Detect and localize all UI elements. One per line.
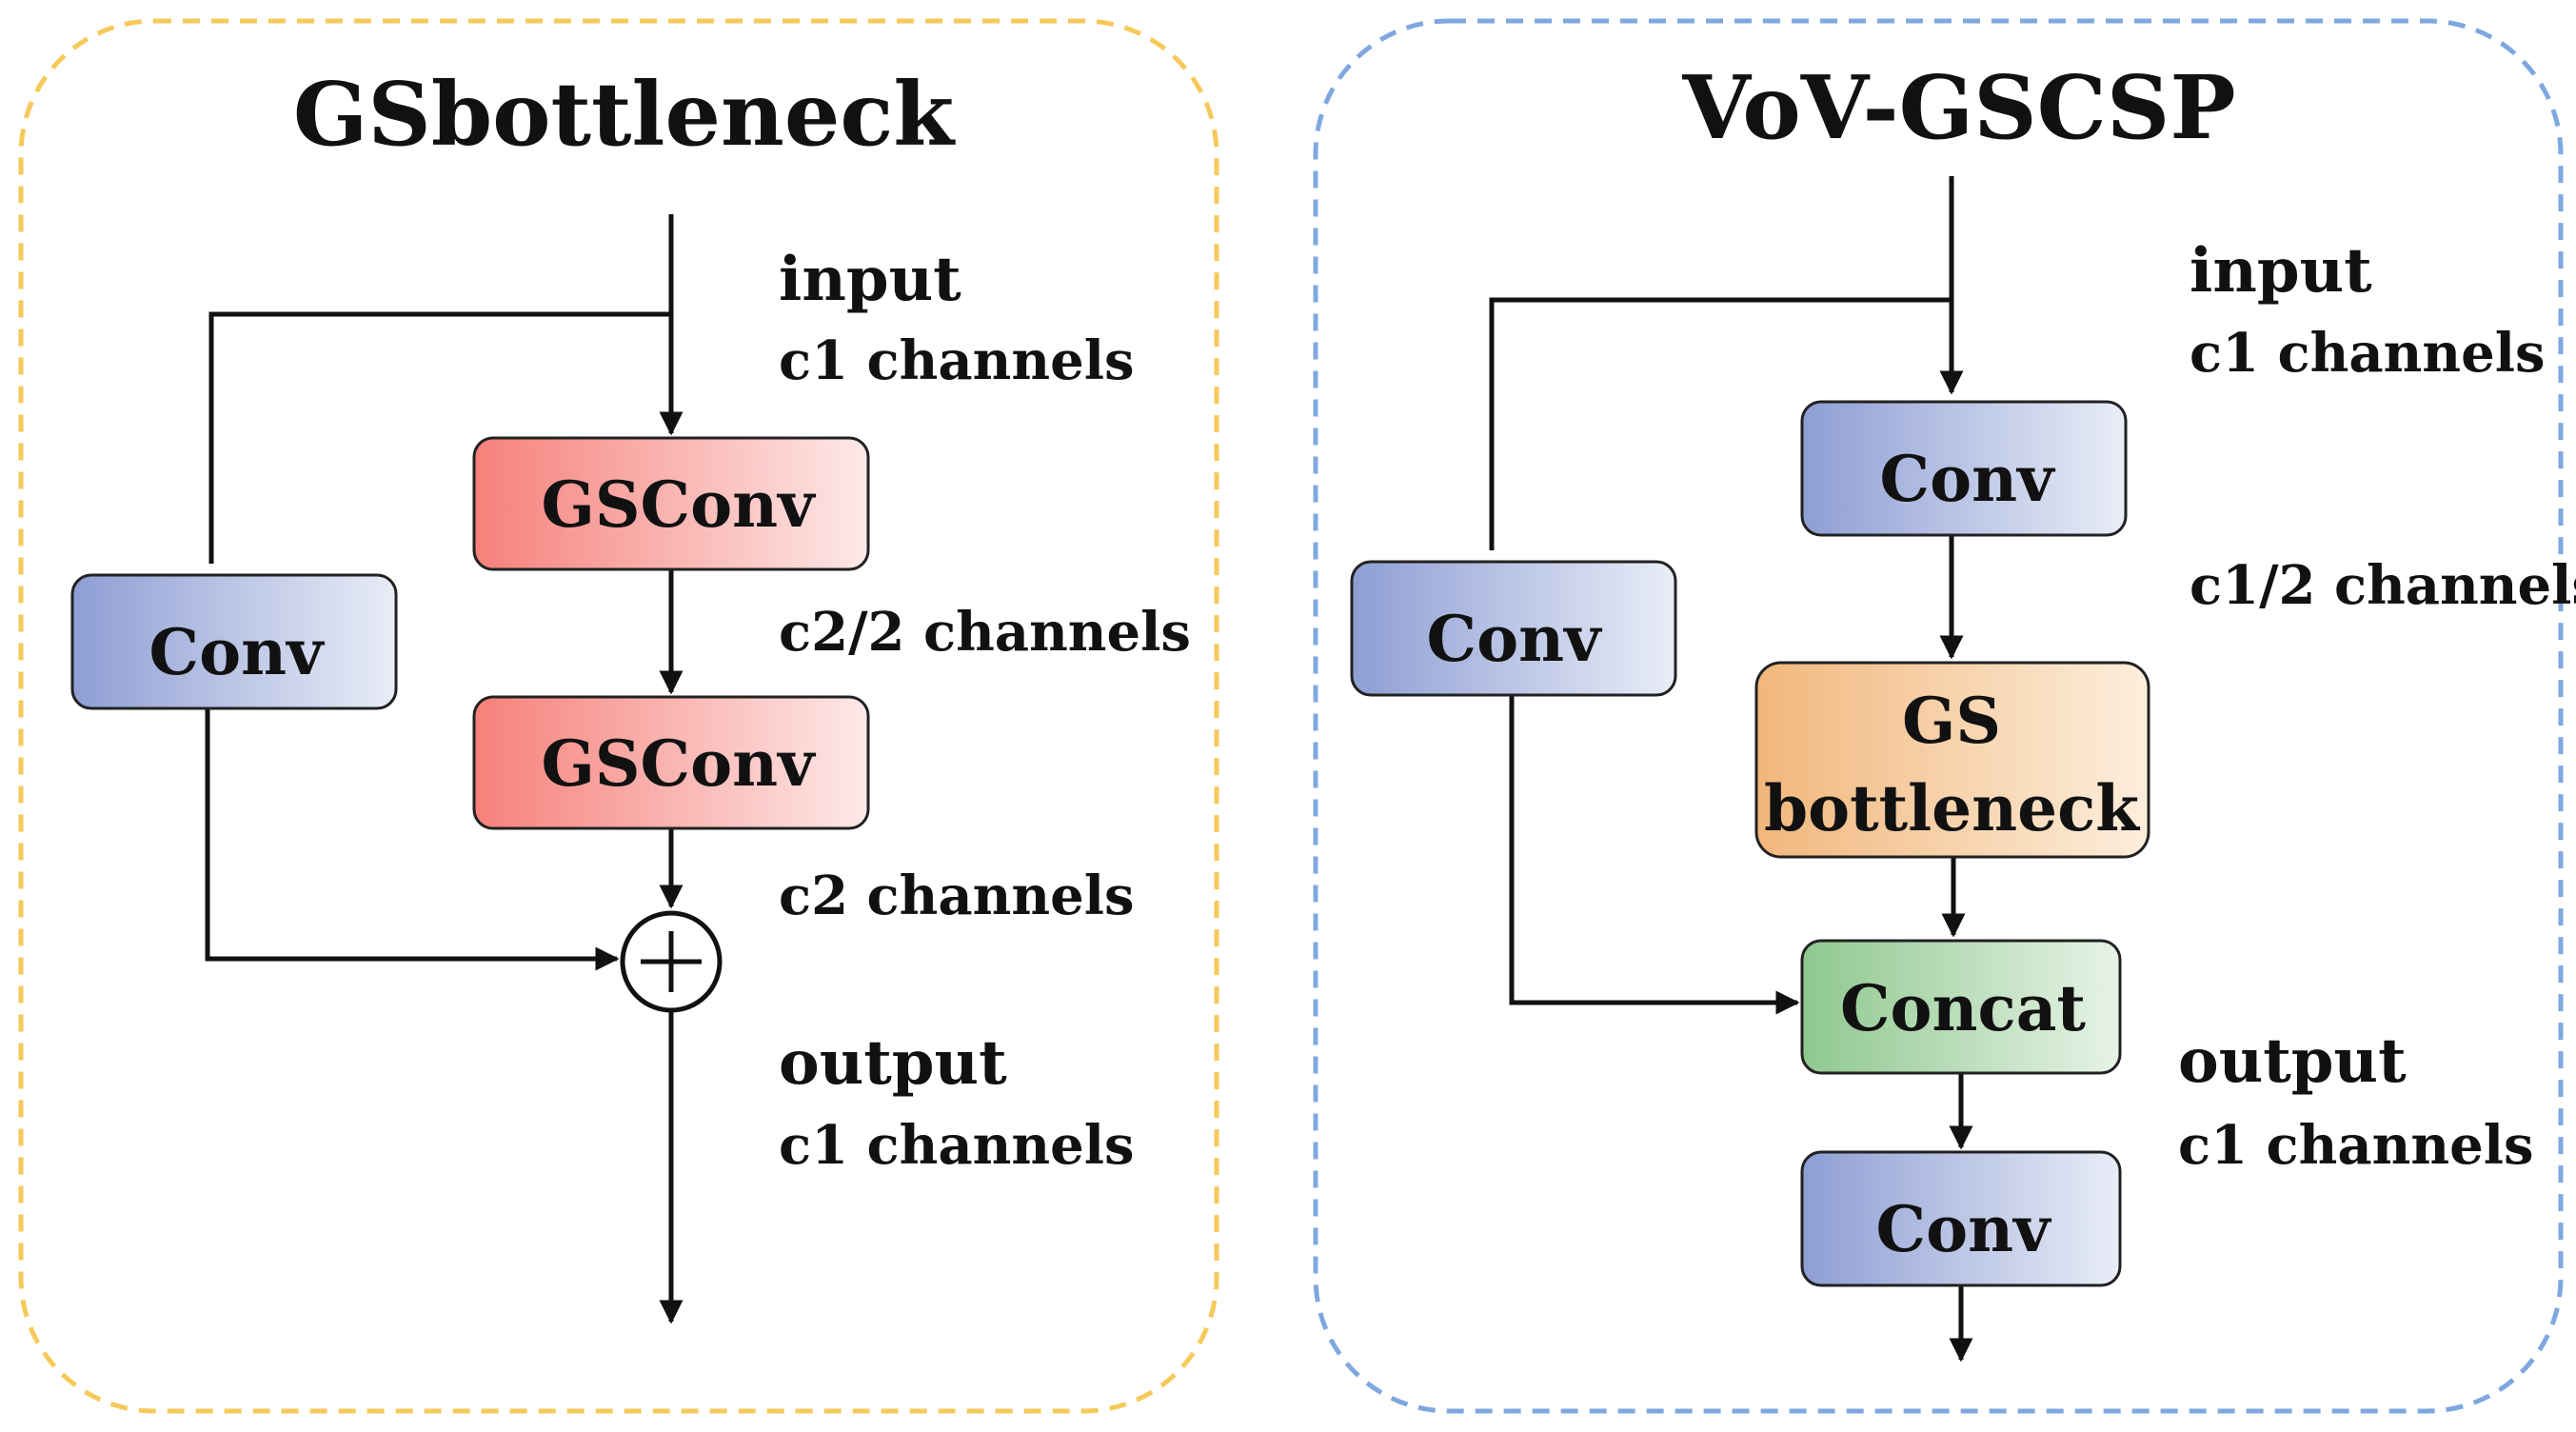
right-output-label: output — [2178, 1025, 2407, 1097]
right-conv-bottom-box: Conv — [1800, 1150, 2122, 1287]
right-gs-line1: GS — [1902, 684, 2001, 758]
right-output-channels: c1 channels — [2178, 1114, 2534, 1177]
left-gsconv2-box: GSConv — [472, 695, 870, 830]
right-gs-line2: bottleneck — [1764, 771, 2140, 845]
left-input-channels: c1 channels — [779, 329, 1135, 392]
left-conv-to-add — [205, 708, 620, 971]
right-gs-bottleneck-box: GS bottleneck — [1754, 661, 2150, 859]
right-input-label: input — [2190, 235, 2372, 307]
left-conv-label: Conv — [149, 615, 326, 689]
left-gsconv2-label: GSConv — [542, 726, 817, 801]
right-conv-bottom-label: Conv — [1876, 1192, 2052, 1266]
right-concat-label: Concat — [1840, 971, 2086, 1045]
right-conv-top-box: Conv — [1800, 400, 2128, 537]
right-conv-to-concat — [1509, 695, 1800, 1015]
left-gsconv1-label: GSConv — [542, 467, 817, 542]
left-output-channels: c1 channels — [779, 1114, 1135, 1177]
left-output-label: output — [779, 1027, 1007, 1099]
right-conv-side-box: Conv — [1350, 560, 1677, 697]
right-conv-side-label: Conv — [1427, 602, 1603, 676]
right-panel-border — [1313, 18, 2564, 1414]
left-shortcut-branch — [208, 311, 671, 564]
right-conv-top-label: Conv — [1880, 442, 2056, 516]
left-mid-channels: c2/2 channels — [779, 601, 1191, 664]
right-panel: VoV-GSCSP Conv GS bottleneck Conv Concat — [1313, 18, 2576, 1414]
left-panel-border — [18, 18, 1219, 1414]
left-add-node — [620, 910, 723, 1013]
left-input-label: input — [779, 244, 961, 315]
left-conv-box: Conv — [70, 573, 398, 710]
right-input-channels: c1 channels — [2190, 322, 2546, 385]
left-gsconv1-box: GSConv — [472, 436, 870, 571]
left-panel: GSbottleneck GSConv GSConv Conv inpu — [18, 18, 1219, 1414]
left-out-channels: c2 channels — [779, 865, 1135, 927]
right-branch — [1489, 297, 1952, 550]
right-panel-title: VoV-GSCSP — [1681, 56, 2235, 159]
right-concat-box: Concat — [1800, 939, 2122, 1075]
right-mid-channels: c1/2 channels — [2190, 554, 2576, 617]
left-panel-title: GSbottleneck — [293, 63, 957, 166]
